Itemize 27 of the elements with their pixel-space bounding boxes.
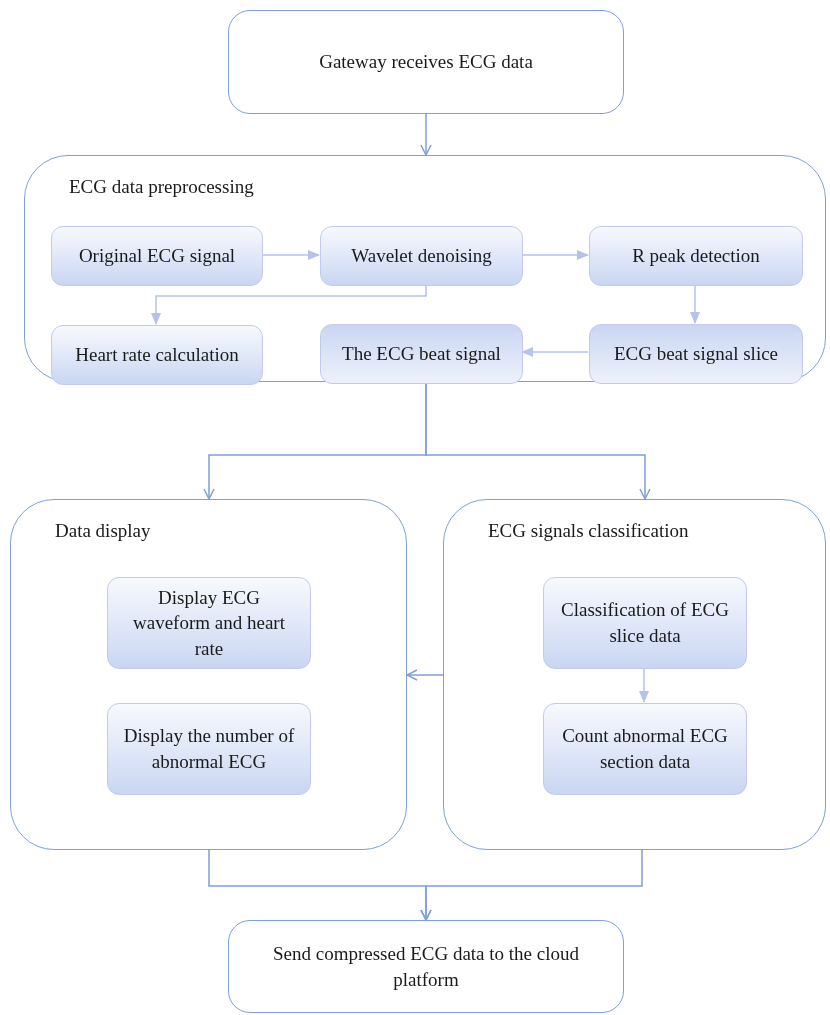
arrow bbox=[521, 250, 589, 260]
step-box: Display the number of abnormal ECG bbox=[107, 703, 311, 795]
step-box: Heart rate calculation bbox=[51, 325, 263, 385]
step-box: Count abnormal ECG section data bbox=[543, 703, 747, 795]
step-box: The ECG beat signal bbox=[320, 324, 523, 384]
arrow bbox=[690, 284, 700, 324]
group-heading: Data display bbox=[55, 519, 151, 543]
group-heading: ECG signals classification bbox=[488, 519, 689, 543]
arrow bbox=[420, 849, 643, 921]
arrow bbox=[420, 113, 432, 156]
group-panel bbox=[443, 499, 826, 850]
process-box: Gateway receives ECG data bbox=[228, 10, 624, 114]
arrow bbox=[639, 667, 649, 703]
step-box: Original ECG signal bbox=[51, 226, 263, 286]
arrow bbox=[151, 284, 427, 325]
step-box: Classification of ECG slice data bbox=[543, 577, 747, 669]
group-panel bbox=[24, 155, 826, 382]
step-box: Wavelet denoising bbox=[320, 226, 523, 286]
arrow bbox=[521, 347, 589, 357]
step-box: Display ECG waveform and heart rate bbox=[107, 577, 311, 669]
group-panel bbox=[10, 499, 407, 850]
step-box: ECG beat signal slice bbox=[589, 324, 803, 384]
step-box: R peak detection bbox=[589, 226, 803, 286]
process-box: Send compressed ECG data to the cloud platform bbox=[228, 920, 624, 1013]
arrow bbox=[406, 669, 444, 681]
group-heading: ECG data preprocessing bbox=[69, 175, 254, 199]
arrow bbox=[261, 250, 320, 260]
